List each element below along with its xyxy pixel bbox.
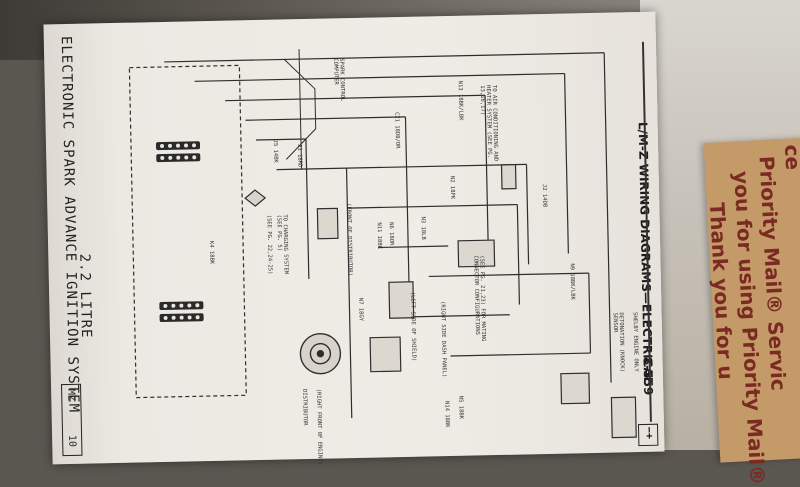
- wire-label-n6: N6 18OR: [387, 222, 395, 246]
- wire-label-n7: N7 18GY: [357, 297, 364, 322]
- priority-mail-envelope: ce Priority Mail® Servic you for using P…: [703, 137, 800, 486]
- wire-label-n2: N2 18PK: [448, 175, 456, 200]
- wire-label-c21: C21 18DB/OR: [393, 112, 401, 149]
- envelope-text-prefix: ce: [779, 143, 800, 171]
- manual-page: L/M-Z WIRING DIAGRAMS—ELECTRICAL 8-559 −…: [43, 11, 665, 465]
- wire-label-n9: N9 18BK/LBK: [568, 263, 576, 300]
- wire-label-n14: N14 18BK: [443, 401, 450, 428]
- wire-label-j1: J1 18RD: [296, 144, 303, 168]
- wire-label-n13: N13 18BK/LBK: [456, 80, 464, 121]
- wire-label-n3: N3 18LB: [419, 216, 427, 240]
- note-see-pg-22: (SEE PG. 22,24-25): [265, 214, 273, 275]
- note-detonation: DETONATION (KNOCK) SENSOR: [611, 312, 625, 373]
- note-spark-control-computer: SPARK CONTROL COMPUTER: [332, 58, 346, 102]
- wire-label-n11: N11 18BK: [375, 222, 383, 250]
- note-shelby: SHELBY ENGINE ONLY: [631, 312, 639, 372]
- note-see-pg-21: (SEE PG. 21,23) FOR MATING CONNECTOR CON…: [472, 255, 487, 342]
- wiring-diagram: [128, 49, 637, 439]
- wire-label-k4: K4 18BK: [208, 240, 215, 265]
- wire-label-j2: J2 14DB: [540, 183, 548, 208]
- note-to-charging: TO CHARGING SYSTEM (SEE PG. 5): [275, 214, 289, 275]
- note-to-ac: TO AIR CONDITIONING AND HEATER SYSTEM (S…: [478, 84, 499, 162]
- note-distributor: DISTRIBUTOR: [301, 389, 308, 426]
- wire-label-j5: J5 14BK: [271, 139, 279, 163]
- wire-label-n5: N5 18BK: [457, 395, 464, 420]
